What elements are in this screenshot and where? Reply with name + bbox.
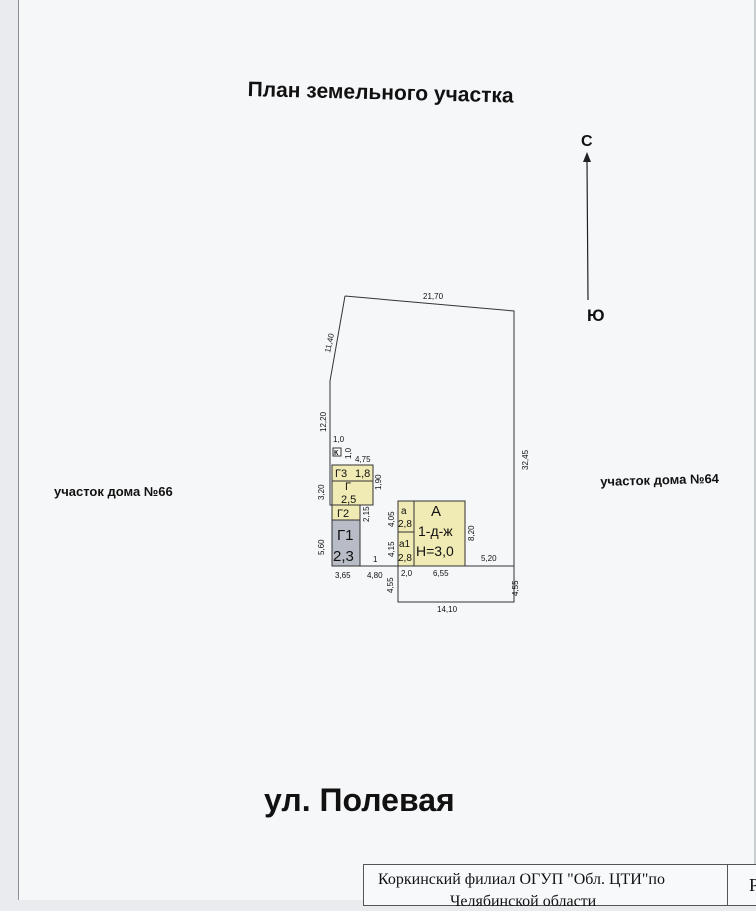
dim-bottom-right-step: 4,55: [511, 580, 520, 596]
dim-3-65: 3,65: [335, 571, 351, 580]
document-sheet: [18, 0, 756, 900]
dim-5-20: 5,20: [481, 554, 497, 563]
building-g2-name: Г2: [337, 508, 349, 520]
building-k-label: К: [334, 450, 339, 457]
building-house-a-name: А: [431, 503, 441, 520]
building-g3-value: 1,8: [355, 468, 370, 480]
building-house-a: [413, 500, 466, 567]
dim-1-0: 1,0: [333, 435, 345, 444]
stamp-line-1: Коркинский филиал ОГУП "Обл. ЦТИ"по: [378, 871, 665, 888]
street-label: ул. Полевая: [264, 782, 455, 818]
dim-upper-left: 11,40: [323, 332, 336, 353]
title-block-stamp: Коркинский филиал ОГУП "Обл. ЦТИ"по Челя…: [363, 864, 756, 910]
dim-1: 1: [373, 555, 378, 564]
dim-1-90: 1,90: [374, 474, 383, 490]
building-g-name: Г: [345, 481, 351, 493]
building-a1-value: 2,8: [398, 553, 412, 564]
dim-left-upper: 3,20: [317, 484, 326, 500]
dim-top: 21,70: [423, 292, 444, 301]
building-g3-name: Г3: [335, 468, 347, 480]
building-house-a-height: Н=3,0: [416, 543, 454, 559]
dim-4-05: 4,05: [387, 511, 396, 527]
sheet-edge: [754, 0, 756, 900]
building-g: [331, 480, 374, 506]
stamp-line-2: Челябинской области: [450, 893, 597, 910]
compass-north-label: С: [581, 133, 593, 150]
dim-1-0-vert: 1,0: [344, 447, 353, 459]
dim-4-80: 4,80: [367, 571, 383, 580]
dim-left-middle: 12,20: [319, 411, 328, 432]
dim-left-lower: 5,60: [317, 539, 326, 555]
dim-left-bottom-step: 4,55: [386, 577, 395, 593]
dim-6-55: 6,55: [433, 569, 449, 578]
dim-4-75: 4,75: [355, 455, 371, 464]
dim-2-0: 2,0: [401, 569, 413, 578]
dim-2-15: 2,15: [362, 506, 371, 522]
building-g1: [331, 519, 361, 567]
building-g-value: 2,5: [341, 494, 356, 506]
building-k: [332, 447, 342, 457]
dim-bottom: 14,10: [437, 605, 458, 614]
north-arrow-icon: [583, 152, 591, 301]
building-a1-name: а1: [399, 539, 411, 550]
dim-4-15: 4,15: [387, 541, 396, 557]
compass-south-label: Ю: [587, 306, 605, 325]
dim-8-20: 8,20: [467, 525, 476, 541]
building-house-a-type: 1-д-ж: [418, 523, 453, 539]
building-g1-value: 2,3: [333, 548, 354, 565]
building-a-value: 2,8: [398, 519, 412, 530]
building-a-name: а: [401, 506, 407, 517]
building-g3: [331, 464, 374, 482]
building-g1-name: Г1: [337, 527, 353, 544]
stamp-mark: Р: [749, 875, 756, 895]
neighbor-left-label: участок дома №66: [54, 484, 173, 499]
dim-right: 32,45: [521, 449, 530, 470]
stamp-divider: [727, 865, 728, 905]
